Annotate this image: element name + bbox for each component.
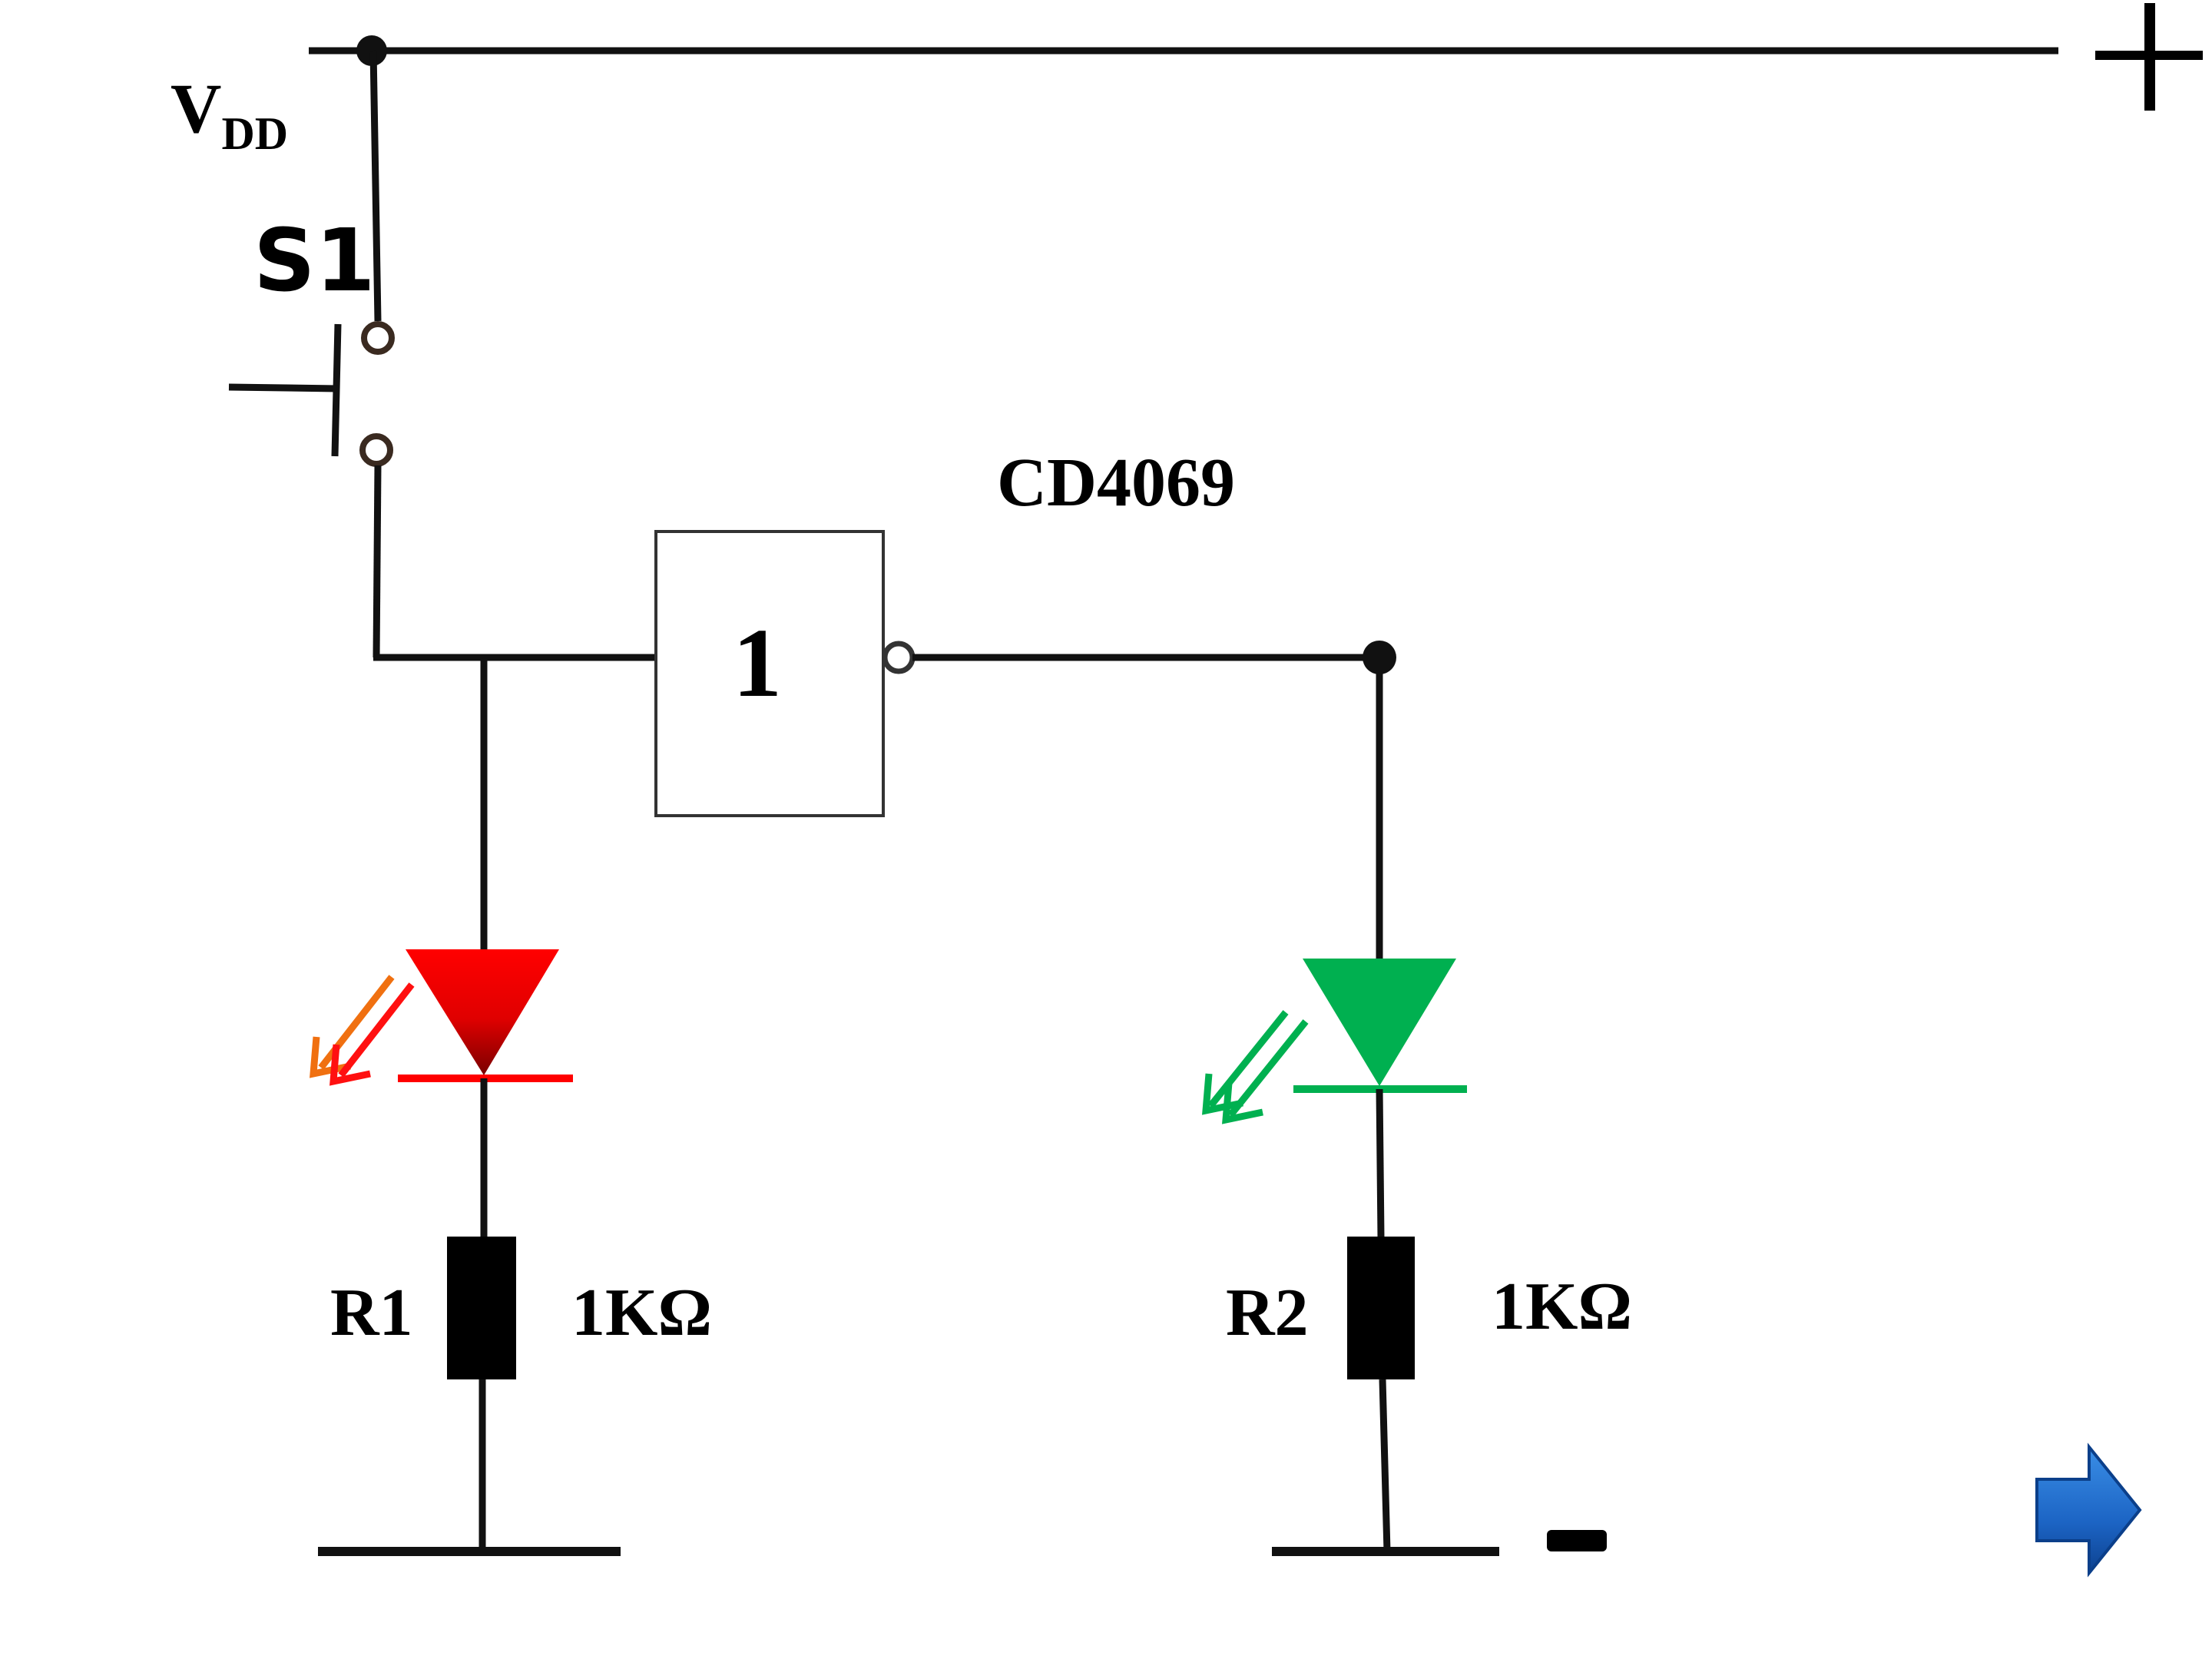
resistor-r2 [1347,1237,1415,1379]
resistor-r2-value: 1KΩ [1492,1270,1632,1344]
switch-upper-wire [369,50,382,322]
switch-contact-top [361,321,395,355]
switch-contact-bottom [359,433,393,467]
resistor-r1-value: 1KΩ [571,1276,712,1350]
green-led-to-r2-wire [1376,1088,1385,1239]
vdd-label-sub: DD [221,108,288,159]
resistor-r2-label: R2 [1226,1276,1309,1350]
resistor-r1-label: R1 [330,1276,413,1350]
inverter-gate-label: 1 [733,608,782,717]
switch-lower-wire [373,465,382,658]
ic-label: CD4069 [997,445,1235,521]
vdd-label: VDD [171,69,288,159]
switch-pushrod [228,383,339,392]
vdd-junction-dot [356,35,387,66]
switch-label: S1 [253,211,376,311]
inverter-output-bubble [882,641,916,674]
minus-terminal-icon [1547,1530,1607,1551]
red-led-light-arrows-icon [310,975,415,1086]
green-led-triangle [1303,959,1456,1086]
green-led-light-arrows-icon [1202,1010,1309,1124]
resistor-r1 [447,1237,516,1379]
next-slide-button[interactable] [2035,1442,2142,1578]
vdd-label-main: V [171,69,221,147]
red-led-triangle [406,949,559,1075]
r2-to-ground-wire [1379,1379,1391,1552]
arrow-right-icon[interactable] [2035,1442,2142,1578]
plus-terminal-icon [2095,3,2203,111]
inverter-gate-body [654,530,885,817]
